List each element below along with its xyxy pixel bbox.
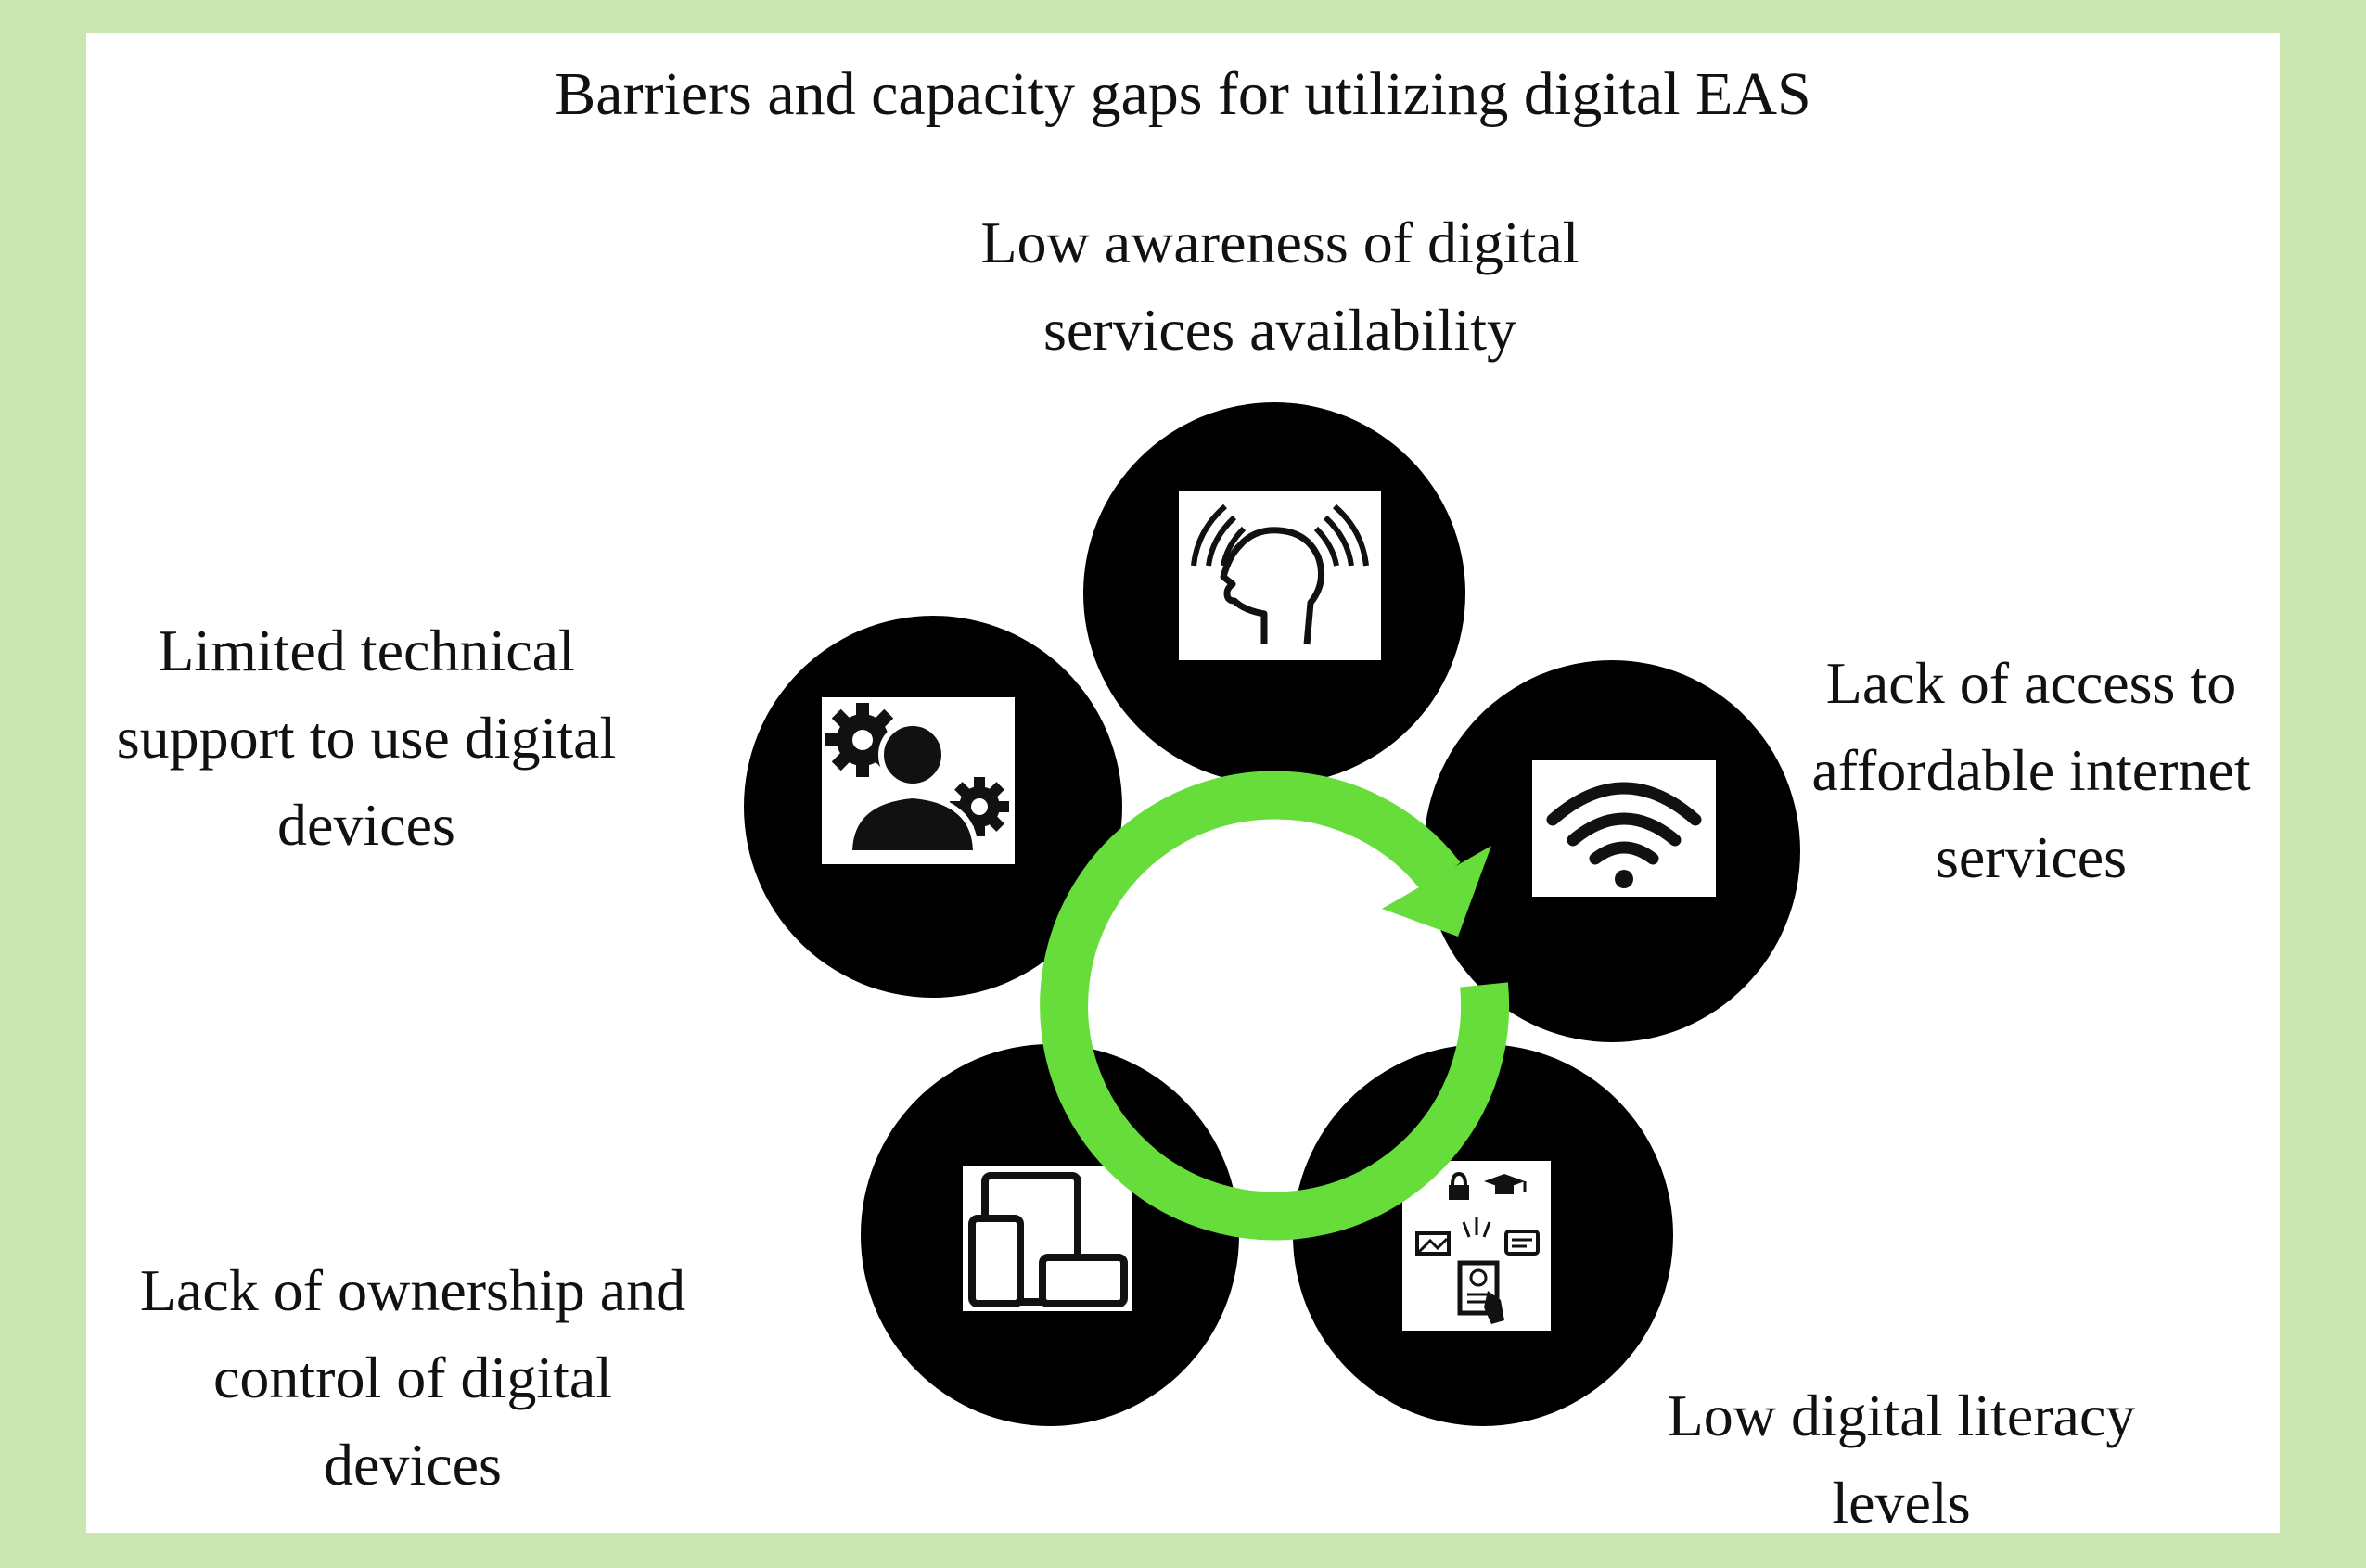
cycle-arrowhead — [1382, 846, 1491, 937]
devices-icon — [963, 1166, 1132, 1311]
wifi-icon — [1532, 760, 1716, 897]
user-gears-icon — [822, 697, 1015, 864]
label-ownership: Lack of ownership and control of digital… — [139, 1257, 686, 1498]
node-ownership — [861, 1044, 1239, 1426]
label-literacy: Low digital literacy levels — [1667, 1383, 2136, 1536]
node-awareness — [1083, 402, 1465, 784]
digital-skills-icon — [1402, 1161, 1551, 1331]
label-internet: Lack of access to affordable internet se… — [1811, 650, 2251, 890]
cycle-ring — [1040, 771, 1510, 1241]
label-awareness: Low awareness of digital services availa… — [980, 210, 1579, 363]
diagram-title: Barriers and capacity gaps for utilizing… — [555, 60, 1811, 128]
label-support: Limited technical support to use digital… — [116, 618, 617, 858]
head-signal-icon — [1179, 491, 1381, 660]
